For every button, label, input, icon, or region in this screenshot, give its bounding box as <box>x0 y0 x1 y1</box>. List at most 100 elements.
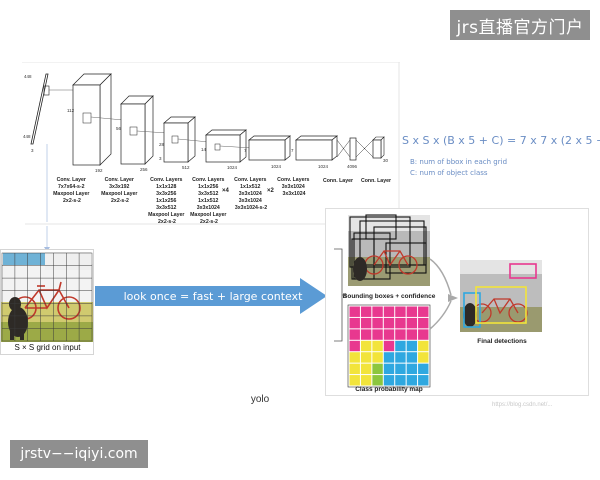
classmap-cell <box>384 375 394 385</box>
classmap-cell <box>407 364 417 374</box>
classmap-label: Class probability map <box>355 386 423 393</box>
stage-3-depth: 512 <box>182 165 190 170</box>
layer-label-8: Conn. Layer <box>361 178 391 184</box>
bbox-image <box>348 215 430 286</box>
classmap-cell <box>350 307 360 317</box>
classmap-cell <box>350 318 360 328</box>
classmap-cell <box>372 375 382 385</box>
classmap-cell <box>384 318 394 328</box>
classmap-cell <box>350 329 360 339</box>
watermark-bottom: jrstv−−iqiyi.com <box>10 440 148 468</box>
conv-stage-6: 7 1024 <box>291 136 337 169</box>
note-num-class: C: num of object class <box>410 169 488 177</box>
classmap-cell <box>395 352 405 362</box>
stage-5-depth: 1024 <box>271 164 282 169</box>
classmap-cell <box>350 341 360 351</box>
input-dim-width: 448 <box>23 134 31 139</box>
input-grid-panel <box>0 249 94 355</box>
classmap-cell <box>361 375 371 385</box>
output-tensor-formula: S x S x (B x 5 + C) = 7 x 7 x (2 x 5 + 2… <box>402 134 600 147</box>
classmap-cell <box>395 364 405 374</box>
figure-caption: yolo <box>240 394 280 405</box>
car-region <box>3 253 45 265</box>
classmap-cell <box>361 341 371 351</box>
stage-3-dim-b: 3 <box>159 156 162 161</box>
classmap-cell <box>407 318 417 328</box>
classmap-cell <box>384 329 394 339</box>
classmap-cell <box>418 375 428 385</box>
stage-2-dim: 56 <box>116 126 122 131</box>
classmap-cell <box>395 341 405 351</box>
fc-connections: 4096 30 <box>337 137 389 169</box>
classmap-cell <box>384 341 394 351</box>
detection-results-panel: Bounding boxes + confidence Class probab… <box>325 208 589 396</box>
classmap-cell <box>350 364 360 374</box>
classmap-cell <box>395 318 405 328</box>
conv-stage-1: 112 192 <box>67 74 123 173</box>
classmap-cell <box>372 318 382 328</box>
classmap-cell <box>418 318 428 328</box>
blog-watermark: https://blog.csdn.net/... <box>492 402 552 408</box>
classmap-cell <box>361 329 371 339</box>
classmap-cell <box>372 341 382 351</box>
note-num-bbox: B: num of bbox in each grid <box>410 158 507 166</box>
grid-caption: S × S grid on input <box>0 343 95 352</box>
classmap-cell <box>372 329 382 339</box>
stage-2-depth: 256 <box>140 167 148 172</box>
stage-1-dim: 112 <box>67 108 75 113</box>
final-label: Final detections <box>477 338 527 345</box>
layer-label-2: Conv. Layer 3x3x192 Maxpool Layer 2x2-s-… <box>101 177 139 204</box>
classmap-cell <box>407 341 417 351</box>
classmap-cell <box>407 329 417 339</box>
bracket-arrows <box>334 249 346 341</box>
yolo-architecture-diagram: 448 448 3 112 192 56 256 28 3 512 <box>22 62 400 224</box>
layer-repeat-5: ×2 <box>267 188 275 194</box>
classmap-cell <box>395 307 405 317</box>
input-dim-depth: 3 <box>31 148 34 153</box>
classmap-cell <box>372 364 382 374</box>
final-detections-image <box>460 260 542 332</box>
stage-1-depth: 192 <box>95 168 103 173</box>
watermark-top: jrs直播官方门户 <box>450 10 590 40</box>
class-probability-map <box>348 305 430 387</box>
classmap-cell <box>372 352 382 362</box>
classmap-cell <box>361 364 371 374</box>
bbox-label: Bounding boxes + confidence <box>343 293 436 300</box>
classmap-cell <box>418 329 428 339</box>
classmap-cell <box>407 307 417 317</box>
stage-4-dim: 14 <box>201 147 207 152</box>
classmap-cell <box>395 329 405 339</box>
stage-5-dim: 7 <box>244 148 247 153</box>
layer-label-3: Conv. Layers 1x1x128 3x3x256 1x1x256 3x3… <box>148 177 186 224</box>
input-layer: 448 448 3 <box>23 74 78 153</box>
classmap-cell <box>384 307 394 317</box>
layer-label-6: Conv. Layers 3x3x1024 3x3x1024 <box>277 177 311 197</box>
classmap-cell <box>372 307 382 317</box>
layer-label-4: Conv. Layers 1x1x256 3x3x512 1x1x512 3x3… <box>190 177 228 224</box>
classmap-cell <box>418 307 428 317</box>
layer-label-5: Conv. Layers 1x1x512 3x3x1024 3x3x1024 3… <box>234 177 268 211</box>
classmap-cell <box>407 375 417 385</box>
stage-6-dim: 7 <box>291 148 294 153</box>
classmap-cell <box>350 375 360 385</box>
layer-label-7: Conn. Layer <box>323 178 353 184</box>
conv-stage-3: 28 3 512 <box>159 117 209 170</box>
layer-label-1: Conv. Layer 7x7x64-s-2 Maxpool Layer 2x2… <box>53 177 91 204</box>
classmap-cell <box>395 375 405 385</box>
layer-repeat-4: ×4 <box>222 188 230 194</box>
classmap-cell <box>418 352 428 362</box>
classmap-cell <box>418 341 428 351</box>
fc-size-2: 30 <box>383 158 389 163</box>
classmap-cell <box>361 307 371 317</box>
classmap-cell <box>350 352 360 362</box>
classmap-cell <box>361 352 371 362</box>
classmap-cell <box>384 352 394 362</box>
stage-4-depth: 1024 <box>227 165 238 170</box>
classmap-cell <box>418 364 428 374</box>
stage-3-dim: 28 <box>159 142 165 147</box>
input-dim-height: 448 <box>24 74 32 79</box>
fc-size-1: 4096 <box>347 164 358 169</box>
arrow-label: look once = fast + large context <box>113 290 313 303</box>
classmap-cell <box>384 364 394 374</box>
classmap-cell <box>361 318 371 328</box>
